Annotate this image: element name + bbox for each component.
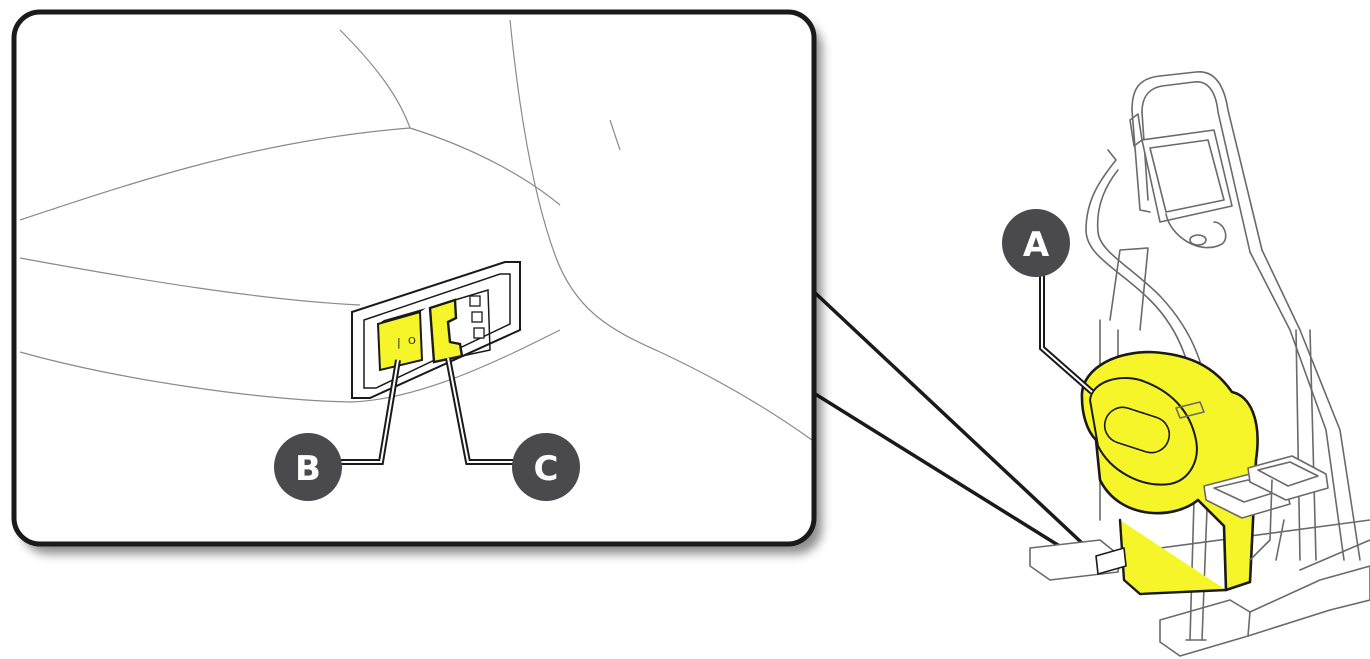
detail-inset: | O B C (14, 12, 814, 544)
callout-b-label: B (295, 449, 321, 489)
switch-on-glyph: | (397, 336, 401, 349)
stepper-machine (1030, 72, 1370, 656)
callout-a-label: A (1023, 225, 1050, 265)
switch-off-glyph: O (408, 336, 416, 347)
callout-a: A (1002, 209, 1070, 277)
callout-c: C (512, 433, 580, 501)
leader-a-outline (1042, 268, 1092, 392)
callout-b: B (274, 433, 342, 501)
callout-c-label: C (534, 449, 559, 489)
zoom-leader-lines (812, 290, 1098, 570)
